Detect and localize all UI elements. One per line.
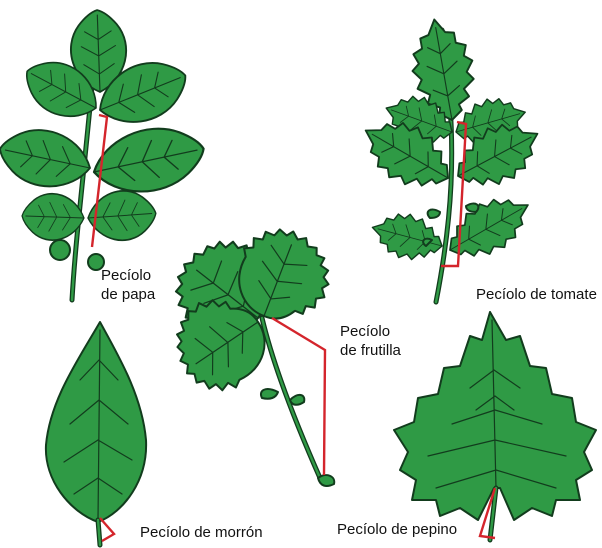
label-papa-line-2: de papa [101,285,155,304]
cucumber-leaf [394,312,596,540]
label-frutilla-line-2: de frutilla [340,341,401,360]
tomato-leaf [351,14,550,302]
strawberry-leaf [158,212,346,486]
potato-leaf [0,9,210,300]
label-tomate: Pecíolo de tomate [476,285,597,304]
pepper-leaf [46,322,146,545]
label-pepino: Pecíolo de pepino [337,520,457,539]
label-frutilla-line-1: Pecíolo [340,322,401,341]
label-papa-line-1: Pecíolo [101,266,155,285]
label-frutilla: Pecíolo de frutilla [340,322,401,360]
label-morron: Pecíolo de morrón [140,523,263,542]
label-papa: Pecíolo de papa [101,266,155,304]
